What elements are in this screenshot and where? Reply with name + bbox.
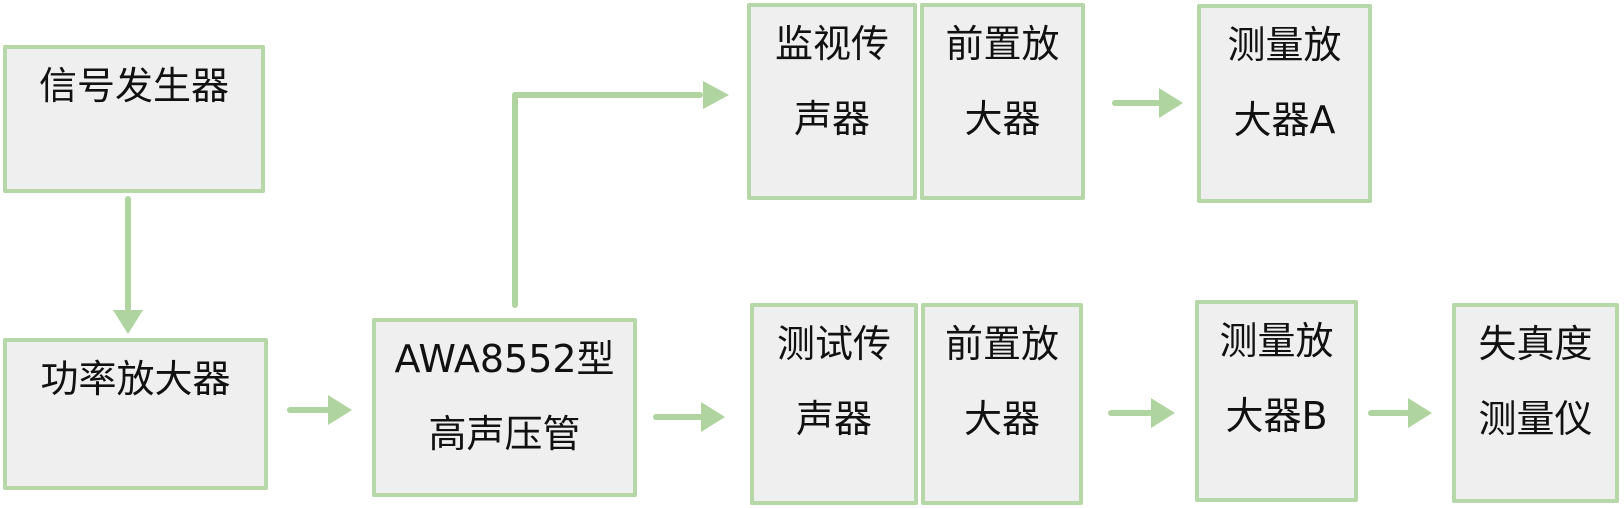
- box-distortion-meter: 失真度 测量仪: [1452, 303, 1619, 503]
- box-label: 高声压管: [428, 412, 581, 456]
- arrow-down-icon: [113, 196, 143, 334]
- arrow-right-icon: [653, 402, 725, 432]
- arrow-head: [113, 310, 143, 334]
- arrow-shaft: [1368, 410, 1410, 416]
- box-label: 大器: [964, 97, 1041, 141]
- arrow-right-icon: [287, 395, 352, 425]
- box-label: 测量仪: [1478, 397, 1593, 441]
- box-label: 监视传: [774, 22, 889, 66]
- box-preamplifier-top: 前置放 大器: [920, 3, 1085, 200]
- arrow-head: [703, 81, 729, 109]
- arrow-head: [328, 395, 352, 425]
- box-label: 大器: [963, 397, 1040, 441]
- arrow-head: [1159, 88, 1183, 118]
- box-label: 前置放: [944, 322, 1059, 366]
- arrow-shaft: [125, 196, 131, 312]
- arrow-right-icon: [1368, 398, 1432, 428]
- box-monitor-microphone: 监视传 声器: [747, 3, 917, 200]
- box-awa8552-high-sound-pressure-tube: AWA8552型 高声压管: [372, 318, 637, 497]
- elbow-connector-horizontal: [512, 92, 703, 98]
- arrow-right-icon: [1112, 88, 1183, 118]
- box-label: 声器: [793, 97, 870, 141]
- box-test-microphone: 测试传 声器: [750, 303, 918, 505]
- arrow-head: [1151, 398, 1175, 428]
- arrow-shaft: [653, 414, 703, 420]
- box-label: 测量放: [1219, 319, 1334, 363]
- box-label: 测试传: [776, 322, 891, 366]
- box-label: 大器A: [1233, 98, 1336, 142]
- box-label: 功率放大器: [40, 357, 231, 401]
- box-label: 声器: [795, 397, 872, 441]
- box-label: 信号发生器: [38, 64, 229, 108]
- elbow-connector-vertical: [512, 92, 518, 308]
- box-measuring-amplifier-a: 测量放 大器A: [1197, 4, 1372, 203]
- arrow-head: [701, 402, 725, 432]
- arrow-shaft: [1108, 410, 1153, 416]
- arrow-shaft: [1112, 100, 1161, 106]
- box-label: 大器B: [1225, 394, 1328, 438]
- arrow-right-icon: [1108, 398, 1175, 428]
- box-signal-generator: 信号发生器: [3, 45, 265, 193]
- box-preamplifier-bottom: 前置放 大器: [921, 303, 1083, 505]
- box-label: 测量放: [1227, 23, 1342, 67]
- box-label: AWA8552型: [394, 337, 615, 381]
- arrow-head: [1408, 398, 1432, 428]
- box-label: 失真度: [1478, 322, 1593, 366]
- box-label: 前置放: [945, 22, 1060, 66]
- box-power-amplifier: 功率放大器: [3, 338, 268, 490]
- box-measuring-amplifier-b: 测量放 大器B: [1195, 300, 1358, 502]
- arrow-shaft: [287, 407, 330, 413]
